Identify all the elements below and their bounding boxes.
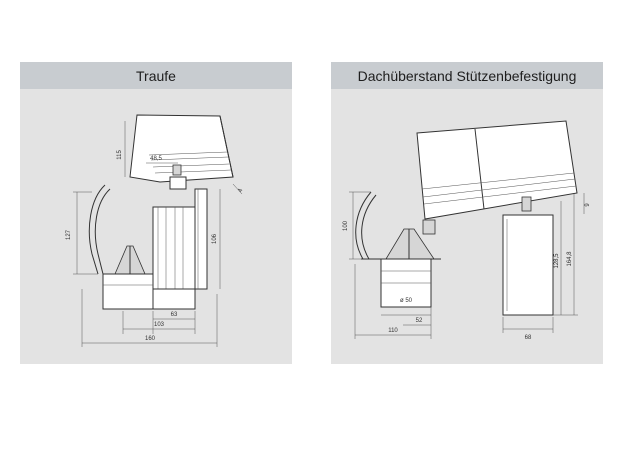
dim-164-8: 164,8: [567, 251, 573, 267]
roof-edge-profile: [355, 191, 372, 260]
dim-100: 100: [343, 220, 349, 231]
mounting-clamp: [521, 196, 532, 212]
panel-traufe: Traufe: [20, 62, 292, 364]
dim-dia-50: ø 50: [400, 298, 413, 304]
collector-panel: [416, 120, 578, 220]
panel-title: Traufe: [20, 62, 292, 89]
dim-68: 68: [525, 335, 532, 341]
panel-title: Dachüberstand Stützenbefestigung: [331, 62, 603, 89]
dim-48-5: 48,5: [150, 156, 162, 162]
gutter-profile: [88, 184, 106, 275]
dim-63: 63: [171, 312, 178, 318]
panel-dachueberstand: Dachüberstand Stützenbefestigung: [331, 62, 603, 364]
dim-52: 52: [416, 318, 423, 324]
mounting-clamp: [169, 164, 187, 190]
mounting-clamp: [422, 219, 436, 235]
dim-127: 127: [66, 229, 72, 240]
collector-panel: [129, 114, 234, 183]
dim-103: 103: [154, 322, 165, 328]
support-box: [502, 214, 554, 316]
dimension-lines: [349, 191, 585, 339]
dim-160: 160: [145, 336, 156, 342]
dim-106: 106: [212, 233, 218, 244]
dim-128-5: 128,5: [554, 253, 560, 269]
base-foot: [102, 245, 196, 310]
base-foot: [361, 228, 441, 308]
dim-115: 115: [117, 150, 123, 160]
dimension-lines: [73, 121, 243, 347]
dim-110: 110: [388, 328, 398, 334]
dim-4: 4: [238, 187, 245, 193]
dim-9: 9: [585, 203, 591, 207]
dachueberstand-drawing: 100 9 128,5 164,8 ø 50 52 110 68: [343, 120, 591, 341]
support-post: [152, 188, 208, 290]
traufe-drawing: 115 48,5 4 127 106 63 103 160: [66, 114, 245, 347]
